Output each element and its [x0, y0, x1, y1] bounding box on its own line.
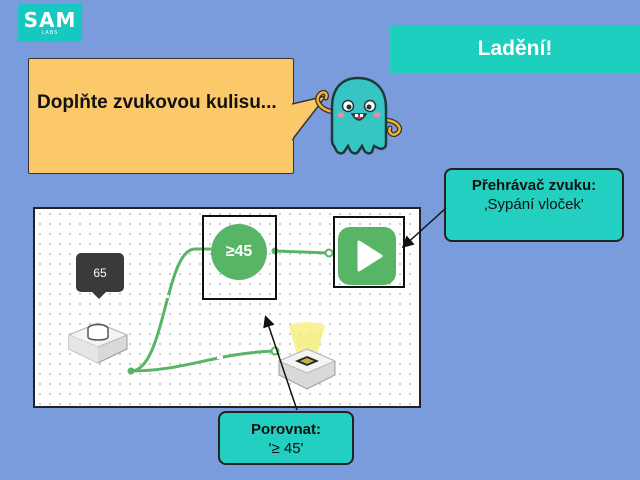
logo-sub: LABS [41, 30, 59, 36]
sound-player-node[interactable] [338, 227, 396, 285]
compare-highlight-box [202, 215, 277, 300]
workspace-canvas[interactable]: 65 ≥45 [33, 207, 421, 408]
light-sensor-block-icon[interactable] [275, 321, 339, 391]
player-highlight-box [333, 216, 405, 288]
compare-callout-text: '≥ 45' [268, 440, 304, 457]
prompt-text: Doplňte zvukovou kulisu... [37, 92, 277, 113]
logo-brand: SAM [23, 8, 77, 32]
sam-labs-logo: SAM LABS [18, 4, 82, 42]
mascot-icon [315, 76, 402, 155]
tooltip-tail [91, 291, 107, 299]
bubble-tail [292, 96, 327, 141]
compare-callout-bold: Porovnat: [250, 421, 321, 438]
push-button-block-icon[interactable] [65, 315, 131, 367]
player-callout: Přehrávač zvuku: ‚Sypání vloček' [444, 168, 624, 242]
page-title: Ladění! [390, 25, 640, 73]
compare-node[interactable]: ≥45 [211, 224, 267, 280]
value-tooltip: 65 [76, 253, 124, 292]
player-callout-bold: Přehrávač zvuku: [471, 177, 597, 194]
player-callout-text: ‚Sypání vloček' [484, 196, 584, 213]
play-icon [357, 240, 383, 272]
prompt-bubble: Doplňte zvukovou kulisu... [28, 58, 294, 174]
compare-callout: Porovnat: '≥ 45' [218, 411, 354, 465]
